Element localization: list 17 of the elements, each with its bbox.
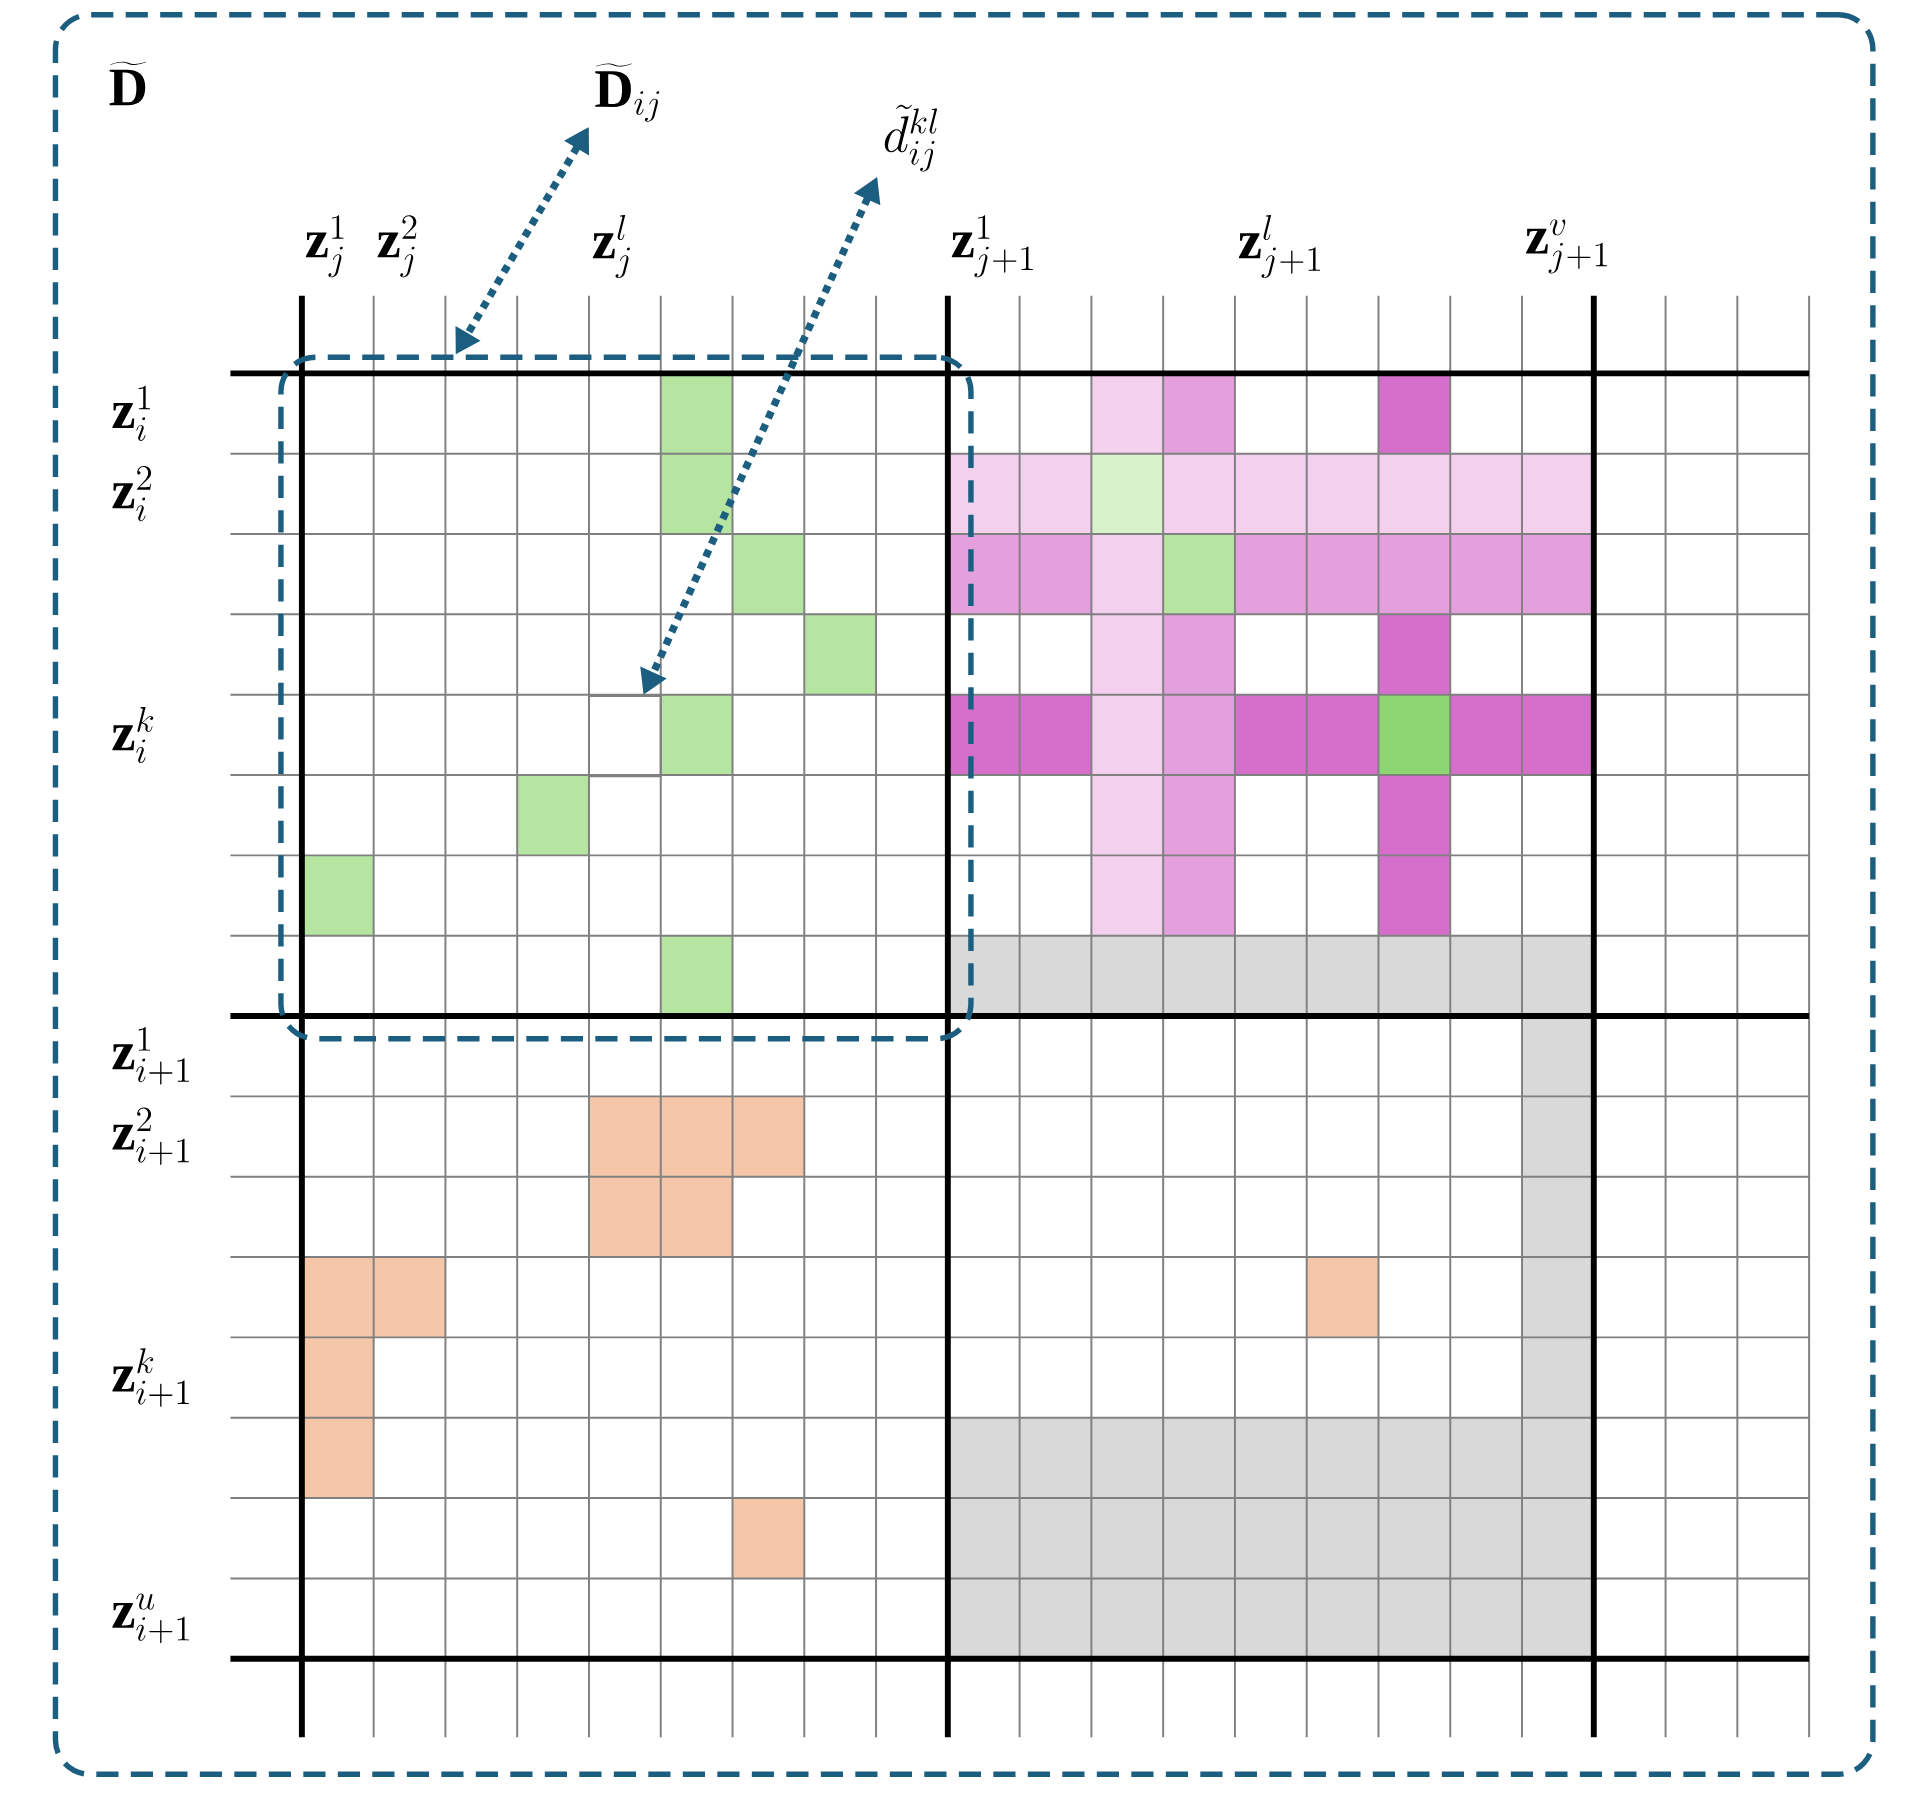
axis-label: $\mathbf{z}_{i+1}^{2}$ [112, 1107, 189, 1166]
axis-label: $\mathbf{z}_{j}^{1}$ [305, 215, 344, 278]
entry-symbol: $\tilde{d}_{ij}^{kl}$ [884, 104, 938, 172]
axis-label: $\mathbf{z}_{i}^{k}$ [112, 707, 154, 764]
axis-label: $\mathbf{z}_{j+1}^{l}$ [1238, 215, 1320, 279]
axis-label: $\mathbf{z}_{j}^{2}$ [377, 215, 417, 278]
dashed-box [278, 354, 974, 1042]
axis-label: $\mathbf{z}_{j+1}^{v}$ [1526, 219, 1607, 274]
axis-label: $\mathbf{z}_{j+1}^{1}$ [951, 215, 1033, 278]
axis-label: $\mathbf{z}_{i}^{2}$ [112, 466, 152, 522]
axis-label: $\mathbf{z}_{i}^{1}$ [112, 386, 150, 442]
axis-label: $\mathbf{z}_{i+1}^{k}$ [112, 1348, 189, 1408]
axis-label: $\mathbf{z}_{j}^{l}$ [593, 215, 630, 279]
axis-label: $\mathbf{z}_{i+1}^{1}$ [112, 1027, 189, 1085]
axis-label: $\mathbf{z}_{i+1}^{u}$ [112, 1593, 189, 1644]
matrix-symbol: $\widetilde{\mathbf{D}}_{ij}$ [595, 63, 660, 122]
matrix-cell [588, 695, 662, 778]
